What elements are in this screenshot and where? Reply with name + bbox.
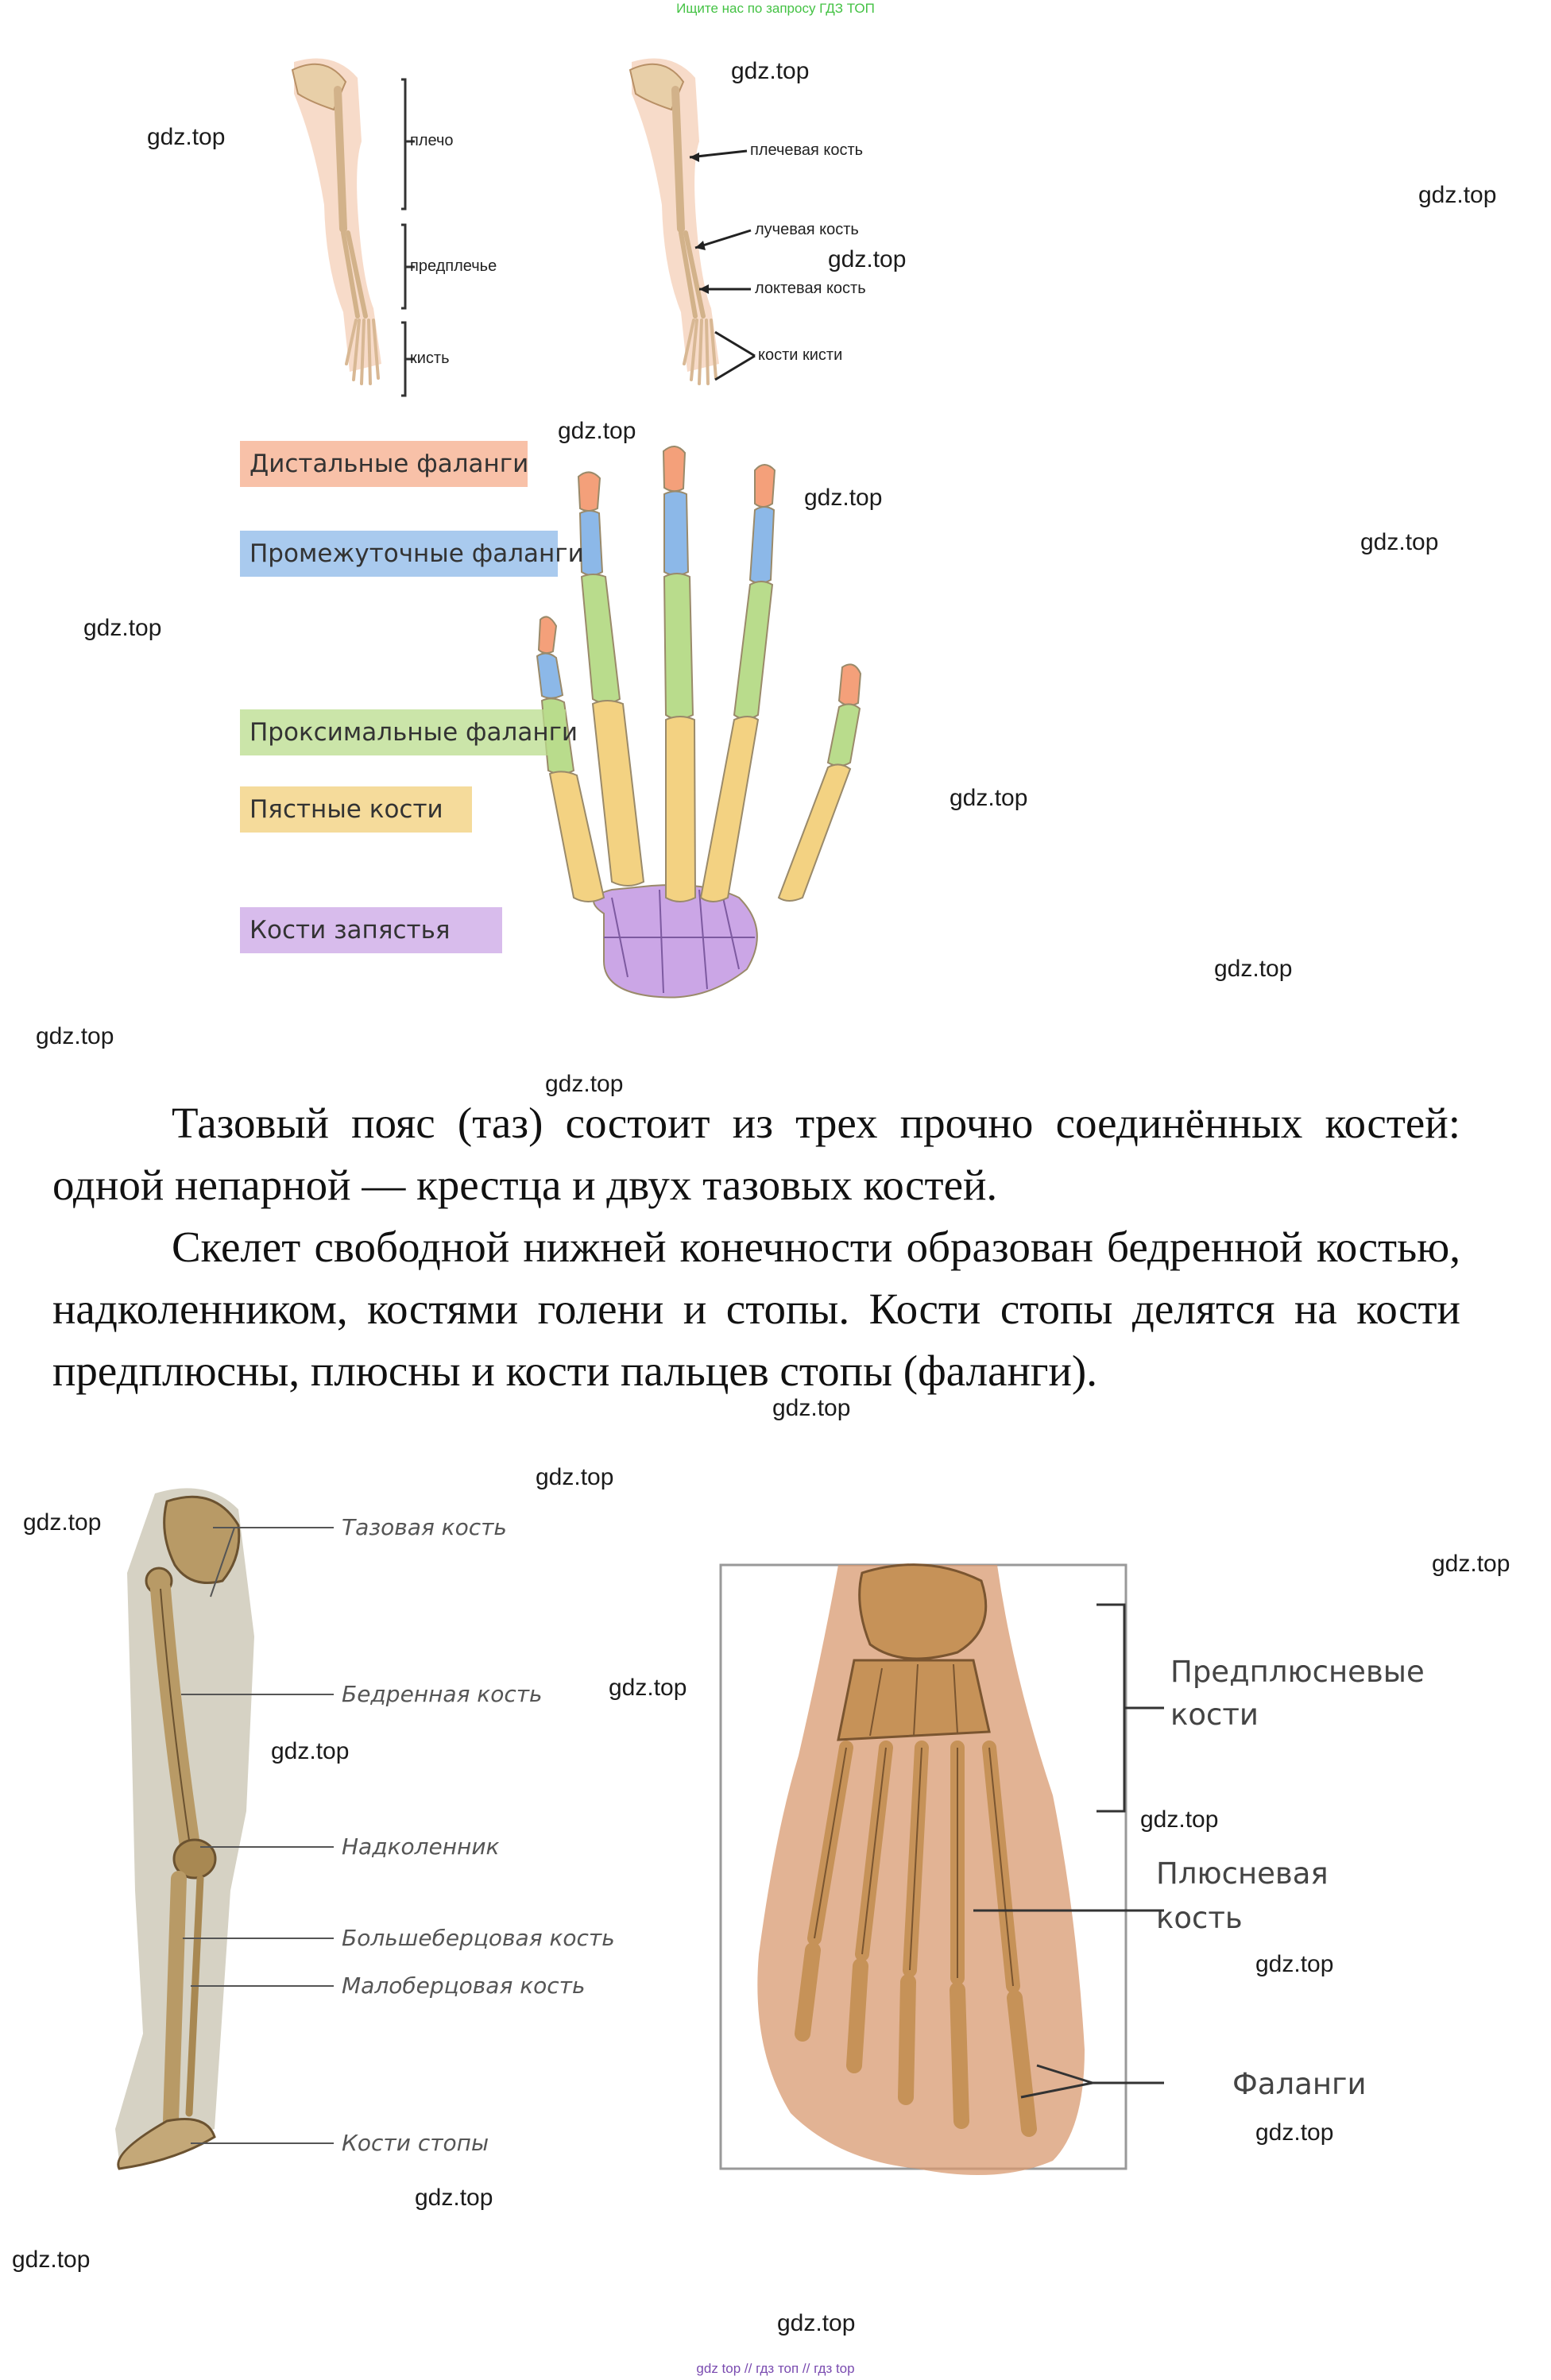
label-metatarsal-line1: Плюсневая	[1156, 1856, 1329, 1891]
body-text: Тазовый пояс (таз) состоит из трех прочн…	[52, 1092, 1460, 1402]
foot-bones-illustration	[719, 1563, 1164, 2175]
watermark: gdz.top	[415, 2185, 493, 2211]
watermark: gdz.top	[772, 1395, 851, 1421]
watermark: gdz.top	[545, 1071, 624, 1097]
label-humerus: плечевая кость	[750, 141, 864, 159]
label-proximal-phalanges: Проксимальные фаланги	[249, 718, 578, 747]
leg-skeleton-illustration	[115, 1488, 334, 2170]
watermark: gdz.top	[1255, 2119, 1334, 2146]
arm-right-drawing	[629, 58, 756, 385]
watermark: gdz.top	[271, 1738, 350, 1764]
watermark: gdz.top	[609, 1675, 687, 1701]
watermark: gdz.top	[147, 124, 226, 150]
label-foot-bones: Кости стопы	[342, 2130, 489, 2156]
watermark: gdz.top	[777, 2310, 856, 2336]
label-tarsal-bones-line1: Предплюсневые	[1170, 1655, 1425, 1689]
watermark: gdz.top	[1140, 1806, 1219, 1833]
watermark: gdz.top	[828, 246, 907, 272]
label-ulna: локтевая кость	[755, 280, 866, 297]
watermark: gdz.top	[12, 2247, 91, 2273]
label-carpal-bones: Кости запястья	[249, 916, 451, 945]
paragraph-pelvis: Тазовый пояс (таз) состоит из трех прочн…	[52, 1099, 1460, 1209]
watermark: gdz.top	[1255, 1951, 1334, 1977]
label-pelvis-bone: Тазовая кость	[342, 1514, 507, 1540]
label-distal-phalanges: Дистальные фаланги	[249, 450, 529, 478]
footer[interactable]: gdz top // гдз топ // гдз top	[696, 2361, 855, 2376]
paragraph-lower-limb: Скелет свободной нижней конечности образ…	[52, 1223, 1460, 1395]
label-femur: Бедренная кость	[342, 1681, 543, 1707]
label-hand-bones: кости кисти	[758, 346, 843, 364]
watermark: gdz.top	[558, 418, 636, 444]
watermark: gdz.top	[1418, 182, 1497, 208]
arm-skeleton-illustration	[291, 58, 756, 397]
watermark: gdz.top	[731, 58, 810, 84]
watermark: gdz.top	[950, 785, 1028, 811]
watermark: gdz.top	[804, 485, 883, 511]
label-forearm: предплечье	[410, 257, 497, 275]
label-shoulder: плечо	[410, 132, 454, 149]
label-fibula: Малоберцовая кость	[342, 1972, 586, 1999]
hand-skeleton-figure: Дистальные фаланги Промежуточные фаланги…	[230, 421, 890, 1009]
label-hand: кисть	[410, 350, 450, 367]
label-patella: Надколенник	[342, 1833, 500, 1860]
label-radius: лучевая кость	[755, 221, 859, 238]
watermark: gdz.top	[83, 615, 162, 641]
label-metatarsal-line2: кость	[1156, 1901, 1243, 1935]
watermark: gdz.top	[36, 1023, 114, 1049]
watermark: gdz.top	[1360, 529, 1439, 555]
arm-left-drawing	[291, 58, 415, 397]
watermark: gdz.top	[1432, 1551, 1510, 1577]
label-intermediate-phalanges: Промежуточные фаланги	[249, 539, 584, 568]
watermark: gdz.top	[1214, 956, 1293, 982]
leg-skeleton-figure: Тазовая кость Бедренная кость Надколенни…	[95, 1478, 652, 2193]
label-tibia: Большеберцовая кость	[342, 1925, 615, 1951]
label-phalanges: Фаланги	[1232, 2067, 1367, 2101]
watermark: gdz.top	[536, 1464, 614, 1490]
top-banner[interactable]: Ищите нас по запросу ГДЗ ТОП	[676, 1, 875, 16]
hand-bones-illustration	[240, 441, 862, 999]
watermark: gdz.top	[23, 1509, 102, 1536]
label-metacarpal-bones: Пястные кости	[249, 795, 443, 824]
label-tarsal-bones-line2: кости	[1170, 1698, 1259, 1732]
arm-skeleton-figure: плечо предплечье кисть плечевая кость лу…	[270, 46, 930, 411]
foot-skeleton-figure: Предплюсневые кости Плюсневая кость Фала…	[719, 1557, 1482, 2193]
